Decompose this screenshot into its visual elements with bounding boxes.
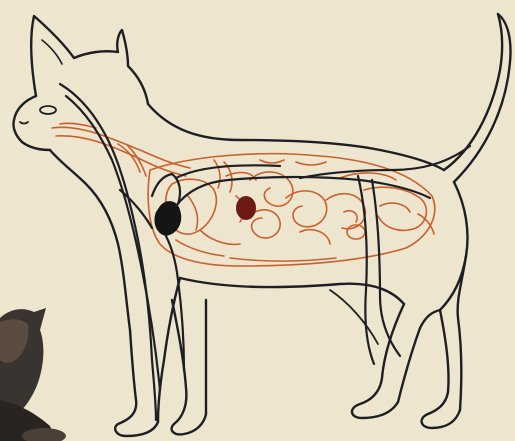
kidney: [236, 196, 256, 220]
